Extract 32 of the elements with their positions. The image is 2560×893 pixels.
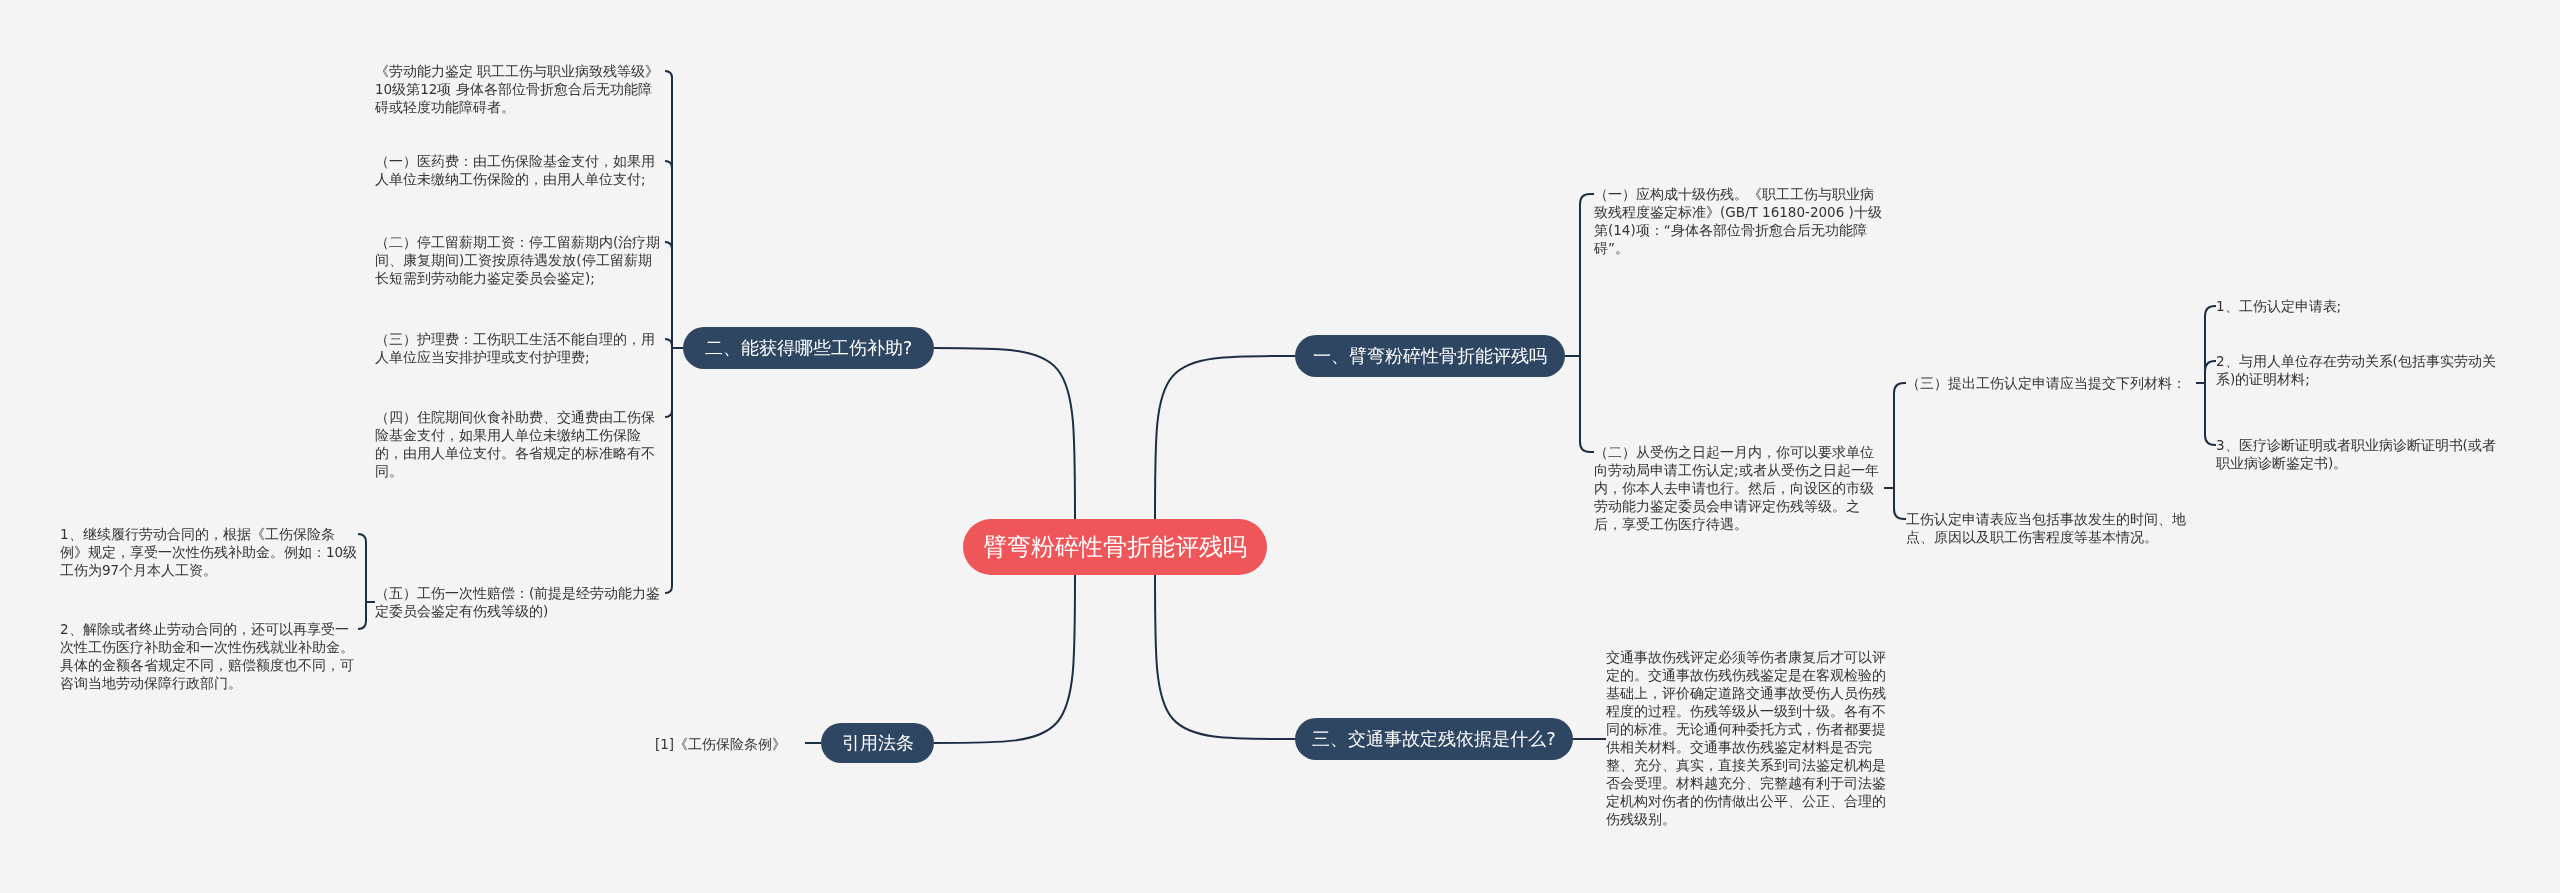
note-text: （一）应构成十级伤残。《职工工伤与职业病致残程度鉴定标准》(GB/T 16180-2006 )十级第(14)项：“身体各部位骨折愈合后无功能障碍”。 <box>1594 185 1884 257</box>
note-text: 1、工伤认定申请表; <box>2216 297 2506 315</box>
connector-line <box>933 574 1076 744</box>
note-text: （一）医药费：由工伤保险基金支付，如果用人单位未缴纳工伤保险的，由用人单位支付; <box>375 152 665 188</box>
connector-line <box>1154 355 1296 520</box>
note-text: [1]《工伤保险条例》 <box>655 735 805 753</box>
central-topic: 臂弯粉碎性骨折能评残吗 <box>963 519 1267 575</box>
topic-pill: 二、能获得哪些工伤补助? <box>683 327 934 369</box>
note-text: （四）住院期间伙食补助费、交通费由工伤保险基金支付，如果用人单位未缴纳工伤保险的，由用人单位支付。各省规定的标准略有不同。 <box>375 408 665 480</box>
note-text: 2、与用人单位存在劳动关系(包括事实劳动关系)的证明材料; <box>2216 352 2506 388</box>
note-text: 1、继续履行劳动合同的，根据《工伤保险条例》规定，享受一次性伤残补助金。例如：10级工伤为97个月本人工资。 <box>60 525 358 579</box>
note-text: 交通事故伤残评定必须等伤者康复后才可以评定的。交通事故伤残伤残鉴定是在客观检验的基础上，评价确定道路交通事故受伤人员伤残程度的过程。伤残等级从一级到十级。各有不同的标准。无论通何种委托方式，伤者都要提供相关材料。交通事故伤残鉴定材料是否完整、充分、真实，直接关系到司法鉴定机构是否会受理。材料越充分、完整越有利于司法鉴定机构对伤者的伤情做出公平、公正、合理的伤残级别。 <box>1606 648 1888 828</box>
note-text: （三）护理费：工伤职工生活不能自理的，用人单位应当安排护理或支付护理费; <box>375 330 665 366</box>
connector-line <box>933 347 1076 520</box>
connector-line <box>1564 355 1595 453</box>
note-text: 工伤认定申请表应当包括事故发生的时间、地点、原因以及职工伤害程度等基本情况。 <box>1906 510 2196 546</box>
note-text: 《劳动能力鉴定 职工工伤与职业病致残等级》10级第12项 身体各部位骨折愈合后无功能障碍或轻度功能障碍者。 <box>375 62 665 116</box>
connector-line <box>1883 487 1907 520</box>
connector-line <box>1154 574 1296 740</box>
note-text: 3、医疗诊断证明或者职业病诊断证明书(或者职业病诊断鉴定书)。 <box>2216 436 2506 472</box>
connector-line <box>2195 382 2217 446</box>
connector-line <box>804 742 822 744</box>
connector-line <box>1572 738 1607 740</box>
note-text: （五）工伤一次性赔偿：(前提是经劳动能力鉴定委员会鉴定有伤残等级的) <box>375 584 665 620</box>
note-text: （二）停工留薪期工资：停工留薪期内(治疗期间、康复期间)工资按原待遇发放(停工留薪期长短需到劳动能力鉴定委员会鉴定); <box>375 233 665 287</box>
connector-line <box>357 601 376 630</box>
topic-pill: 三、交通事故定残依据是什么? <box>1295 718 1573 760</box>
note-text: 2、解除或者终止劳动合同的，还可以再享受一次性工伤医疗补助金和一次性伤残就业补助金。具体的金额各省规定不同，赔偿额度也不同，可咨询当地劳动保障行政部门。 <box>60 620 358 692</box>
topic-pill: 引用法条 <box>821 723 934 763</box>
note-text: （三）提出工伤认定申请应当提交下列材料： <box>1906 374 2196 392</box>
note-text: （二）从受伤之日起一月内，你可以要求单位向劳动局申请工伤认定;或者从受伤之日起一年内，你本人去申请也行。然后，向设区的市级劳动能力鉴定委员会申请评定伤残等级。之后，享受工伤医疗待遇。 <box>1594 443 1884 533</box>
topic-pill: 一、臂弯粉碎性骨折能评残吗 <box>1295 335 1565 377</box>
